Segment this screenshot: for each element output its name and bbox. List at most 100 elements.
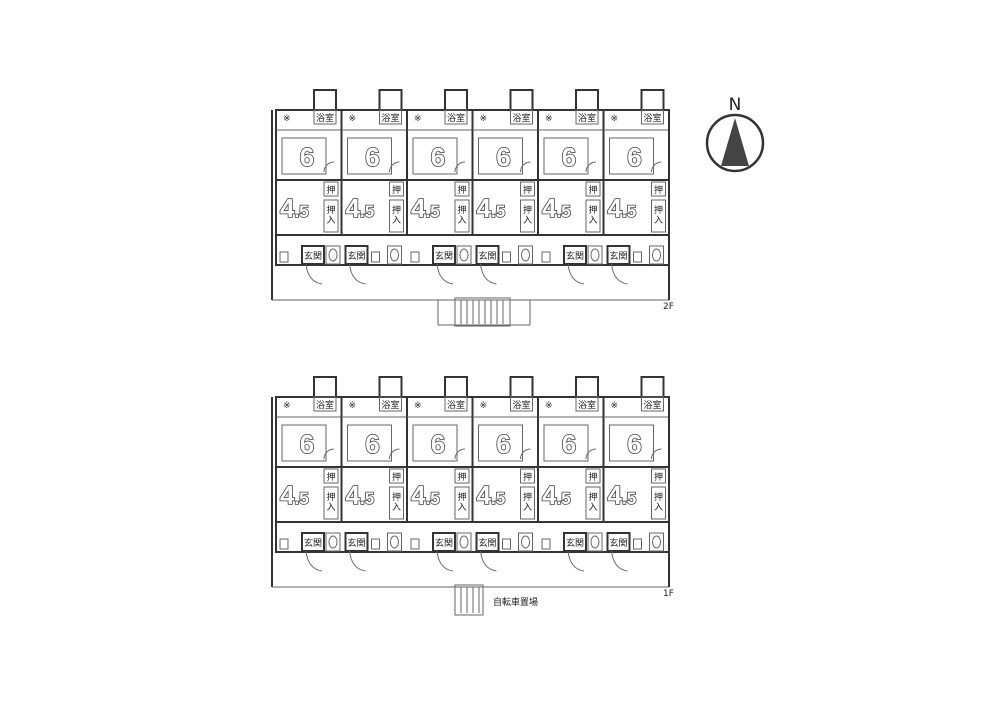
closet [651,486,666,520]
bath-label: 浴室 [578,399,596,411]
toilet [325,245,341,265]
closet-upper [585,181,601,197]
toilet [587,532,603,552]
entrance [475,532,500,552]
closet-label: 押入 [457,491,466,513]
bathtub [509,89,534,111]
closet-label: 押入 [654,204,663,226]
staircase: 自転車置場 [454,584,538,616]
room-size-6: 6 [365,142,379,172]
room-size-4-5: 4.5 [608,480,637,510]
room-size-4-5: 4.5 [346,480,375,510]
bathroom [575,109,599,125]
door-swing [323,448,335,460]
bathroom [510,396,533,412]
closet-upper-label: 押 [654,471,663,483]
toilet [456,532,472,552]
bathroom [510,109,533,125]
closet-label: 押入 [523,491,532,513]
tatami-6 [478,424,523,462]
toilet-icon [390,248,399,262]
bathtub [444,376,468,398]
closet-upper [389,181,404,197]
door-swing [651,161,662,173]
entrance-label: 玄関 [609,250,627,262]
floor-label: 2F [663,302,674,312]
meter-box [502,251,511,263]
door-swing [454,448,466,460]
meter-box [410,538,420,550]
entrance-door-swing [349,550,366,572]
room-size-6: 6 [496,142,510,172]
bathroom [444,396,468,412]
bathroom [379,396,402,412]
toilet [387,532,402,552]
closet-upper-label: 押 [523,471,532,483]
bathtub [509,376,534,398]
tatami-6 [412,137,458,175]
room-size-4-5: 4.5 [477,480,506,510]
tatami-6 [347,424,392,462]
room-size-6: 6 [431,429,445,459]
closet-upper-label: 押 [392,471,401,483]
closet-label: 押入 [523,204,532,226]
closet-label: 押入 [654,491,663,513]
entrance [344,532,369,552]
compass-circle [705,113,765,173]
room-size-6: 6 [562,142,576,172]
closet [585,199,601,233]
bicycle-parking-label: 自転車置場 [493,596,538,608]
toilet [649,532,664,552]
entrance [432,245,456,265]
room-size-6: 6 [496,429,510,459]
tatami-6 [347,137,392,175]
closet [389,486,404,520]
bath-label: 浴室 [578,112,596,124]
closet-upper-label: 押 [326,184,335,196]
bathroom [444,109,468,125]
entrance-label: 玄関 [478,537,496,549]
closet-upper-label: 押 [654,184,663,196]
toilet-icon [390,535,399,549]
toilet-icon [328,535,338,549]
tatami-6 [281,424,327,462]
room-size-4-5: 4.5 [477,193,506,223]
room-size-4-5: 4.5 [411,480,440,510]
closet [651,199,666,233]
bathroom [641,109,664,125]
tatami-6 [543,424,589,462]
meter-box [279,251,289,263]
bathtub [378,376,403,398]
entrance-door-swing [305,263,323,285]
tatami-6 [281,137,327,175]
meter-box [502,538,511,550]
closet-label: 押入 [326,491,335,513]
entrance-door-swing [436,550,454,572]
room-size-6: 6 [431,142,445,172]
closet-upper [585,468,601,484]
toilet [649,245,664,265]
closet-upper [323,468,339,484]
entrance-label: 玄関 [347,250,365,262]
closet-label: 押入 [392,491,401,513]
entrance [344,245,369,265]
bathtub [444,89,468,111]
bath-label: 浴室 [643,399,661,411]
room-size-4-5: 4.5 [346,193,375,223]
door-swing [389,161,400,173]
bathtub [313,376,337,398]
room-size-4-5: 4.5 [280,480,309,510]
bath-label: 浴室 [512,399,530,411]
room-size-6: 6 [562,429,576,459]
bath-label: 浴室 [447,399,465,411]
closet [389,199,404,233]
entrance [301,245,325,265]
closet [585,486,601,520]
door-swing [389,448,400,460]
